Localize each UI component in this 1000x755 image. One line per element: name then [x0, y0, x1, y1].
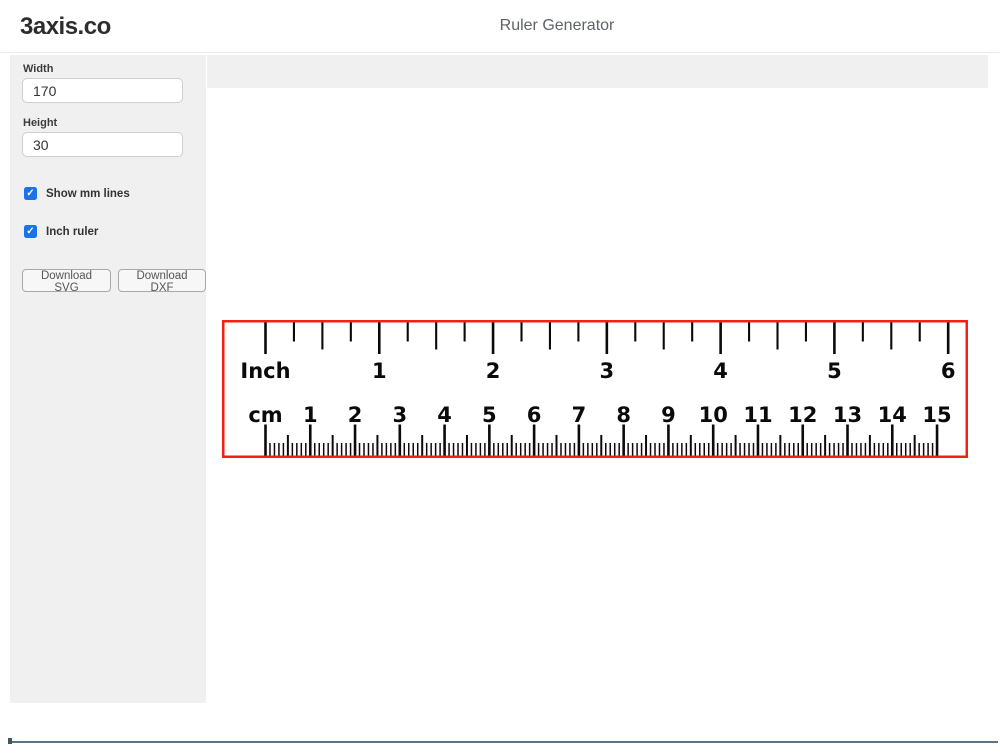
svg-text:2: 2: [348, 403, 363, 427]
svg-text:3: 3: [600, 359, 615, 383]
svg-text:6: 6: [527, 403, 542, 427]
checkbox-checked-icon[interactable]: ✓: [24, 225, 37, 238]
svg-text:5: 5: [482, 403, 497, 427]
svg-text:2: 2: [486, 359, 501, 383]
svg-text:8: 8: [616, 403, 631, 427]
inch-ruler-checkbox-row[interactable]: ✓ Inch ruler: [24, 225, 98, 238]
width-input[interactable]: [22, 78, 183, 103]
svg-text:9: 9: [661, 403, 676, 427]
inch-ruler-label: Inch ruler: [46, 225, 99, 238]
svg-text:Inch: Inch: [240, 359, 290, 383]
svg-text:10: 10: [699, 403, 728, 427]
svg-text:4: 4: [437, 403, 452, 427]
svg-text:12: 12: [788, 403, 817, 427]
svg-text:5: 5: [827, 359, 842, 383]
download-dxf-button[interactable]: Download DXF: [118, 269, 206, 294]
svg-text:14: 14: [878, 403, 907, 427]
svg-text:1: 1: [303, 403, 318, 427]
site-logo[interactable]: 3axis.co: [20, 13, 111, 40]
height-input[interactable]: [22, 132, 183, 157]
svg-text:6: 6: [941, 359, 956, 383]
svg-text:1: 1: [372, 359, 387, 383]
svg-text:cm: cm: [248, 403, 282, 427]
svg-text:11: 11: [743, 403, 772, 427]
show-mm-lines-checkbox-row[interactable]: ✓ Show mm lines: [24, 187, 130, 200]
svg-text:15: 15: [922, 403, 951, 427]
width-label: Width: [23, 63, 54, 75]
page-title: Ruler Generator: [499, 17, 615, 34]
download-buttons: Download SVG Download DXF: [22, 269, 206, 294]
header: 3axis.co Ruler Generator: [0, 0, 1000, 53]
svg-text:7: 7: [572, 403, 587, 427]
checkbox-checked-icon[interactable]: ✓: [24, 187, 37, 200]
sidebar: Width Height ✓ Show mm lines ✓ Inch rule…: [10, 55, 206, 703]
show-mm-lines-label: Show mm lines: [46, 187, 130, 200]
bottom-divider-handle: [8, 738, 12, 744]
height-label: Height: [23, 117, 58, 129]
svg-text:4: 4: [713, 359, 728, 383]
svg-text:13: 13: [833, 403, 862, 427]
content-top-strip: [207, 55, 988, 88]
bottom-divider: [8, 741, 998, 743]
download-svg-button[interactable]: Download SVG: [22, 269, 112, 294]
svg-text:3: 3: [392, 403, 407, 427]
